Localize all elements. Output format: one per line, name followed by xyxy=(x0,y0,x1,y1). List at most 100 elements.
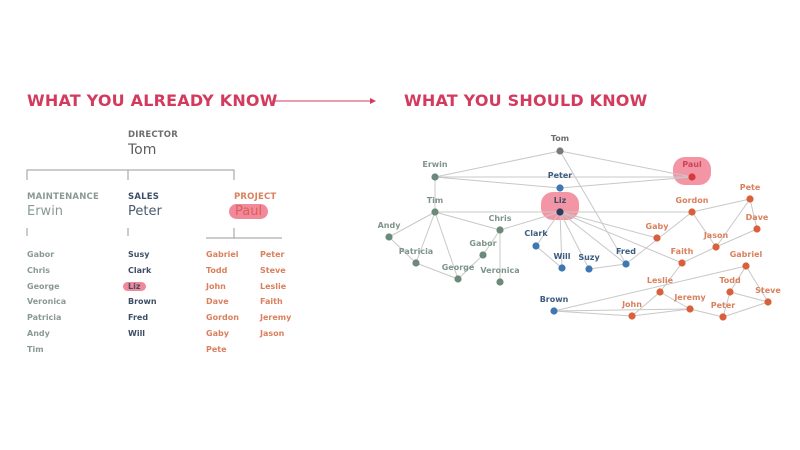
list-item: Will xyxy=(128,328,146,338)
node-label: Clark xyxy=(524,229,548,238)
node-label: Brown xyxy=(540,295,569,304)
list-item: Gaby xyxy=(206,328,229,338)
graph-edge xyxy=(659,291,691,310)
node-dot xyxy=(558,264,566,272)
list-item: Pete xyxy=(206,344,227,354)
graph-node: Peter xyxy=(711,301,736,321)
graph-node: Gaby xyxy=(646,222,670,242)
node-dot xyxy=(712,243,720,251)
graph-edge xyxy=(559,176,693,189)
graph-edge xyxy=(631,291,661,317)
list-item: Veronica xyxy=(27,297,67,307)
node-dot xyxy=(431,173,439,181)
graph-edge xyxy=(434,211,459,280)
node-dot xyxy=(753,225,761,233)
graph-edge xyxy=(749,198,758,230)
node-label: Dave xyxy=(746,213,769,222)
node-label: Andy xyxy=(378,221,402,230)
graph-node: Brown xyxy=(540,295,569,315)
node-dot xyxy=(585,265,593,273)
graph-node: Gabor xyxy=(469,239,497,259)
node-label: Gabriel xyxy=(730,250,763,259)
graph-edge xyxy=(722,291,731,318)
project-member-list-1: Gabriel Todd John Dave Gordon Gaby Pete xyxy=(206,247,239,358)
node-label: Suzy xyxy=(578,253,600,262)
graph-edge xyxy=(388,211,436,238)
graph-edge xyxy=(681,246,717,264)
node-label: Gaby xyxy=(646,222,670,231)
node-label: Tim xyxy=(427,196,444,205)
graph-edge xyxy=(559,211,563,269)
node-dot xyxy=(742,262,750,270)
graph-edge xyxy=(722,301,769,318)
node-label: Paul xyxy=(682,160,702,169)
node-dot xyxy=(431,208,439,216)
node-label: Tom xyxy=(551,134,569,143)
graph-node: Faith xyxy=(671,247,694,267)
dept-head-maintenance: Erwin xyxy=(27,204,64,219)
node-dot xyxy=(479,251,487,259)
highlight-badge xyxy=(541,192,579,220)
list-item: Brown xyxy=(128,297,157,307)
graph-node: Patricia xyxy=(399,247,433,267)
node-dot xyxy=(764,298,772,306)
node-label: Steve xyxy=(755,286,781,295)
list-item-highlighted: Liz xyxy=(123,279,157,295)
arrow-right-icon xyxy=(272,98,376,104)
node-dot xyxy=(719,313,727,321)
graph-edge xyxy=(729,265,747,293)
graph-node: Paul xyxy=(682,160,702,181)
list-item: Jeremy xyxy=(260,313,292,323)
maintenance-member-list: Gabor Chris George Veronica Patricia And… xyxy=(27,247,66,358)
graph-edge xyxy=(482,229,501,256)
list-item: Clark xyxy=(128,265,152,275)
graph-node: Suzy xyxy=(578,253,600,273)
graph-edge xyxy=(434,150,561,178)
node-label: Pete xyxy=(740,183,761,192)
org-tree-connectors xyxy=(26,169,282,239)
graph-node: Dave xyxy=(746,213,769,233)
node-dot xyxy=(496,226,504,234)
node-dot xyxy=(628,312,636,320)
list-item: Faith xyxy=(260,297,283,307)
node-label: Erwin xyxy=(422,160,448,169)
graph-node: Jeremy xyxy=(673,293,706,313)
graph-edge xyxy=(691,198,751,213)
list-item: Steve xyxy=(260,265,286,275)
list-item: Jason xyxy=(260,328,285,338)
graph-edge xyxy=(457,254,484,280)
graph-edge xyxy=(388,236,417,264)
graph-edge xyxy=(715,228,758,248)
node-label: Fred xyxy=(616,247,636,256)
node-dot xyxy=(656,288,664,296)
graph-edge xyxy=(689,308,724,318)
node-label: Peter xyxy=(548,171,573,180)
graph-node: Steve xyxy=(755,286,781,306)
heading-already-know: WHAT YOU ALREADY KNOW xyxy=(27,91,278,110)
node-dot xyxy=(726,288,734,296)
graph-edge xyxy=(535,211,561,247)
list-item: George xyxy=(27,281,60,291)
heading-should-know: WHAT YOU SHOULD KNOW xyxy=(404,91,648,110)
graph-node: Jason xyxy=(703,231,728,251)
graph-edge xyxy=(415,262,459,280)
list-item: Gordon xyxy=(206,313,239,323)
list-item: Tim xyxy=(27,344,44,354)
graph-node: Erwin xyxy=(422,160,448,181)
node-label: Peter xyxy=(711,301,736,310)
graph-node: John xyxy=(621,300,642,320)
node-dot xyxy=(496,278,504,286)
graph-edge xyxy=(559,211,590,270)
graph-node: Will xyxy=(553,252,571,272)
project-member-list-2: Peter Steve Leslie Faith Jeremy Jason xyxy=(260,247,291,342)
highlight-badge: Liz xyxy=(123,281,146,291)
graph-edge xyxy=(588,263,627,270)
graph-edge xyxy=(631,308,691,317)
node-dot xyxy=(653,234,661,242)
graph-node: Tim xyxy=(427,196,444,216)
node-dot xyxy=(385,233,393,241)
node-dot xyxy=(556,184,564,192)
graph-edge xyxy=(559,211,658,239)
